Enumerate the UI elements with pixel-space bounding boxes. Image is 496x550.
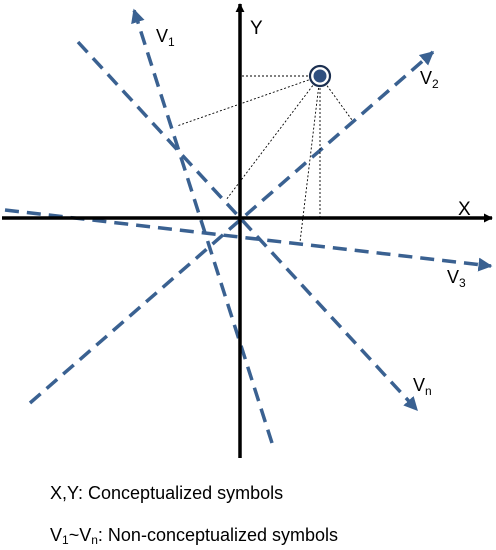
x-axis-label: X <box>458 199 471 220</box>
vector-v3-line <box>4 208 493 272</box>
legend-conceptualized: X,Y: Conceptualized symbols <box>50 483 283 504</box>
vector-v3-label: V3 <box>447 267 466 290</box>
axes <box>2 3 493 458</box>
legend-separator: ~ <box>68 525 80 545</box>
vector-lines <box>4 8 493 444</box>
vector-v1-label: V1 <box>156 26 175 49</box>
vector-v1-line <box>131 8 274 444</box>
vector-vn-label: Vn <box>413 375 432 398</box>
legend-start-name: V <box>50 525 63 545</box>
legend-end-sub: n <box>91 533 98 547</box>
legend-suffix: : Non-conceptualized symbols <box>97 525 339 545</box>
projection-to-v1 <box>176 75 321 127</box>
legend-end-name: V <box>79 525 92 545</box>
y-axis-label: Y <box>250 18 263 39</box>
vector-vn-line <box>76 40 419 412</box>
concept-point <box>308 64 332 88</box>
legend-start-sub: 1 <box>62 533 69 547</box>
legend-conceptualized-text: X,Y: Conceptualized symbols <box>50 483 284 503</box>
legend-non-conceptualized: V1~Vn: Non-conceptualized symbols <box>50 525 338 547</box>
vector-v2-label: V2 <box>420 68 439 91</box>
concept-point-core <box>313 69 327 83</box>
vector-v2-line <box>28 50 435 405</box>
